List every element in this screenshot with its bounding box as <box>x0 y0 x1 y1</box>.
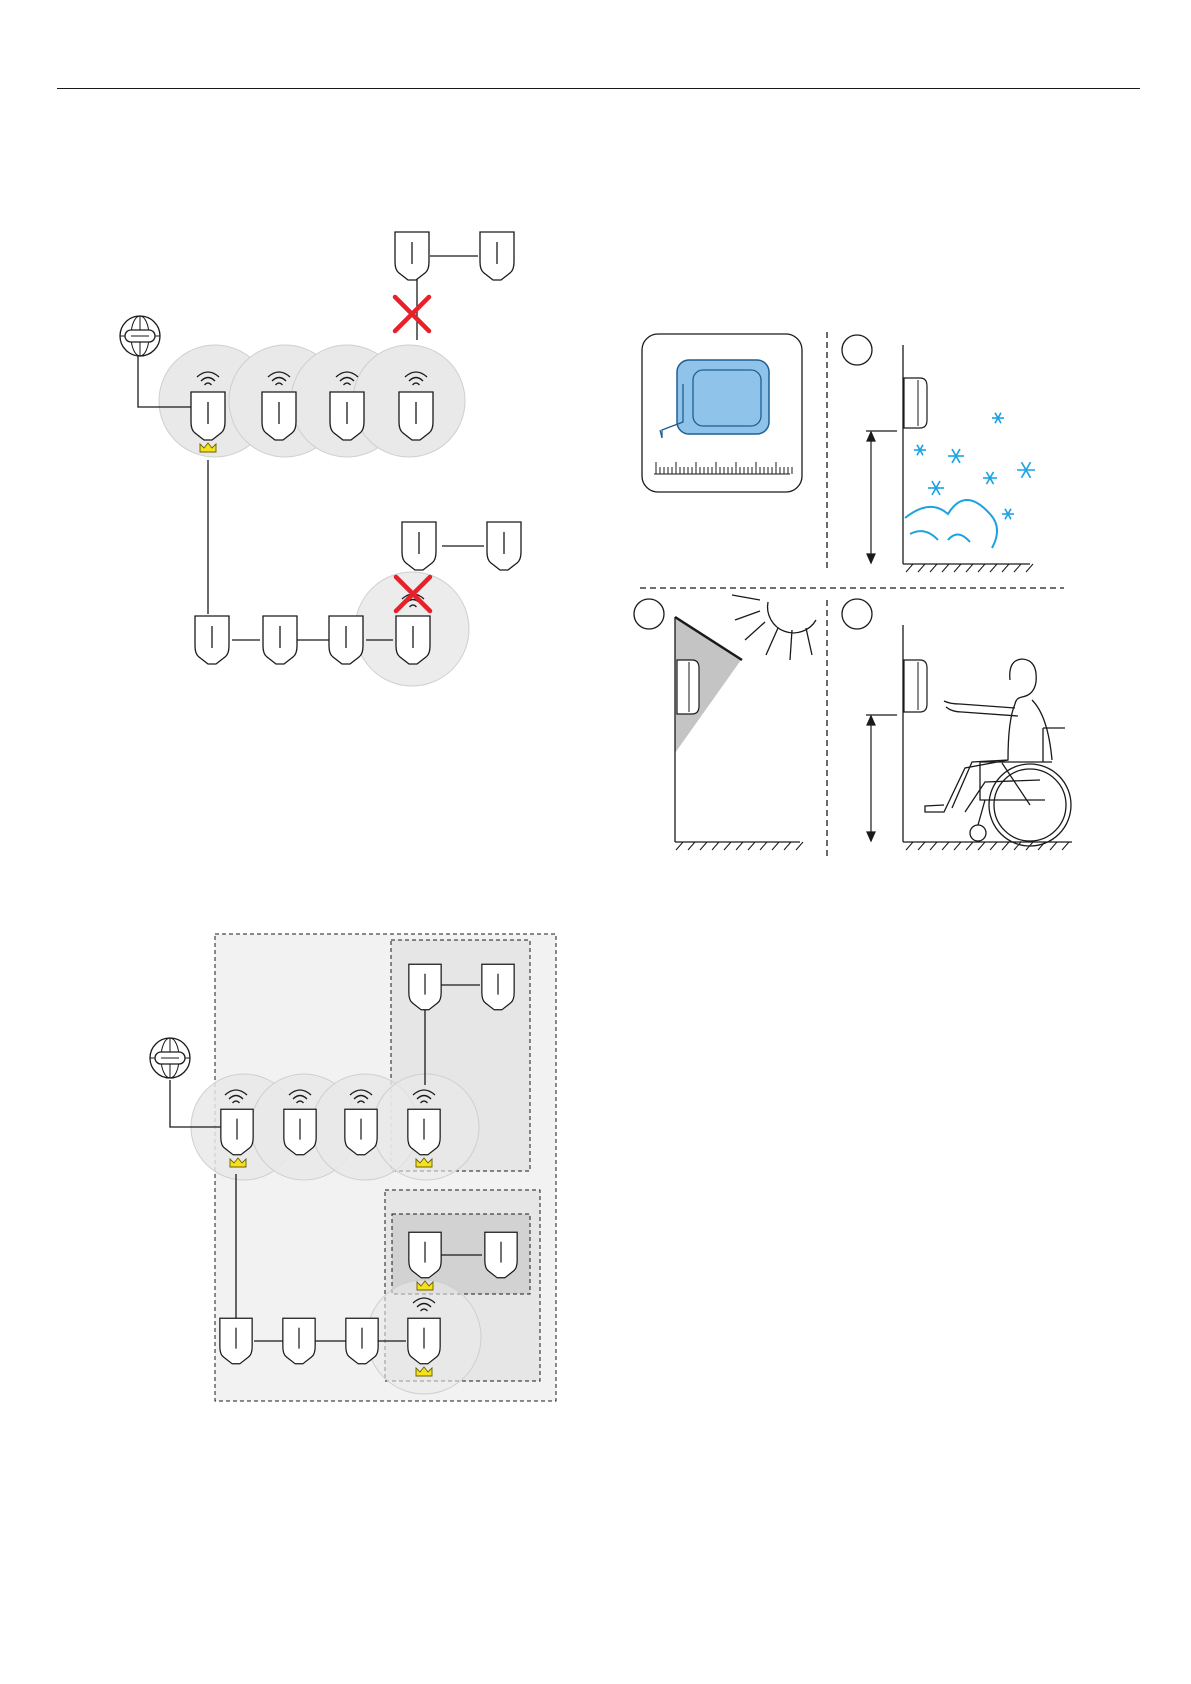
wheelchair-user-icon <box>925 659 1071 846</box>
hatch-mark <box>724 842 731 850</box>
wallbox-charger-icon <box>482 964 514 1010</box>
hatch-mark <box>1002 564 1009 572</box>
hatch-mark <box>942 842 949 850</box>
wallbox-charger-icon <box>409 1232 441 1278</box>
hatch-mark <box>772 842 779 850</box>
subfigure-marker <box>634 599 664 629</box>
hatch-mark <box>1062 842 1069 850</box>
ground-hatch <box>906 564 1033 572</box>
hatch-mark <box>906 564 913 572</box>
hatch-mark <box>906 842 913 850</box>
snowflake-icon <box>1017 462 1035 478</box>
wallbox-charger-icon <box>677 660 699 714</box>
snowflake-icon <box>914 445 926 455</box>
hatch-mark <box>1050 842 1057 850</box>
wallbox-charger-icon <box>221 1109 253 1155</box>
wallbox-charger-icon <box>904 660 927 712</box>
hatch-mark <box>676 842 683 850</box>
hatch-mark <box>918 842 925 850</box>
hatch-mark <box>930 564 937 572</box>
hatch-mark <box>736 842 743 850</box>
wallbox-charger-icon <box>408 1318 440 1364</box>
hatch-mark <box>966 564 973 572</box>
snowflake-icon <box>928 481 944 495</box>
snowflake-icon <box>992 413 1004 423</box>
height-dimension <box>866 431 897 563</box>
hatch-mark <box>688 842 695 850</box>
hatch-mark <box>978 842 985 850</box>
wallbox-charger-icon <box>345 1109 377 1155</box>
hatch-mark <box>1026 564 1033 572</box>
hatch-mark <box>954 564 961 572</box>
snowflake-icon <box>1002 509 1014 519</box>
ground-hatch <box>676 842 803 850</box>
snowflake-icon <box>948 449 964 463</box>
wallbox-charger-icon <box>485 1232 517 1278</box>
hatch-mark <box>990 842 997 850</box>
snowflakes <box>914 413 1035 519</box>
hatch-mark <box>978 564 985 572</box>
wallbox-charger-icon <box>409 964 441 1010</box>
hatch-mark <box>748 842 755 850</box>
snow-panel <box>842 335 1035 572</box>
snow-drift <box>905 500 997 548</box>
hatch-mark <box>966 842 973 850</box>
wallbox-charger-icon <box>220 1318 252 1364</box>
wallbox-charger-icon <box>283 1318 315 1364</box>
globe-router-icon <box>150 1038 190 1078</box>
installation-location-diagram <box>0 0 1191 900</box>
sun-icon <box>732 595 816 660</box>
hatch-mark <box>990 564 997 572</box>
wallbox-charger-icon <box>346 1318 378 1364</box>
hatch-mark <box>942 564 949 572</box>
hatch-mark <box>930 842 937 850</box>
wallbox-charger-icon <box>408 1109 440 1155</box>
hatch-mark <box>796 842 803 850</box>
wallbox-charger-icon <box>904 378 927 428</box>
hatch-mark <box>918 564 925 572</box>
wallbox-charger-icon <box>284 1109 316 1155</box>
hatch-mark <box>760 842 767 850</box>
hatch-mark <box>1014 564 1021 572</box>
hatch-mark <box>784 842 791 850</box>
snowflake-icon <box>983 472 997 484</box>
accessibility-panel <box>842 599 1072 850</box>
subfigure-marker <box>842 599 872 629</box>
tape-measure-panel <box>642 334 802 492</box>
hatch-mark <box>1002 842 1009 850</box>
subfigure-marker <box>842 335 872 365</box>
hatch-mark <box>712 842 719 850</box>
hatch-mark <box>954 842 961 850</box>
hatch-mark <box>700 842 707 850</box>
height-dimension <box>866 715 897 841</box>
sun-panel <box>634 595 816 850</box>
